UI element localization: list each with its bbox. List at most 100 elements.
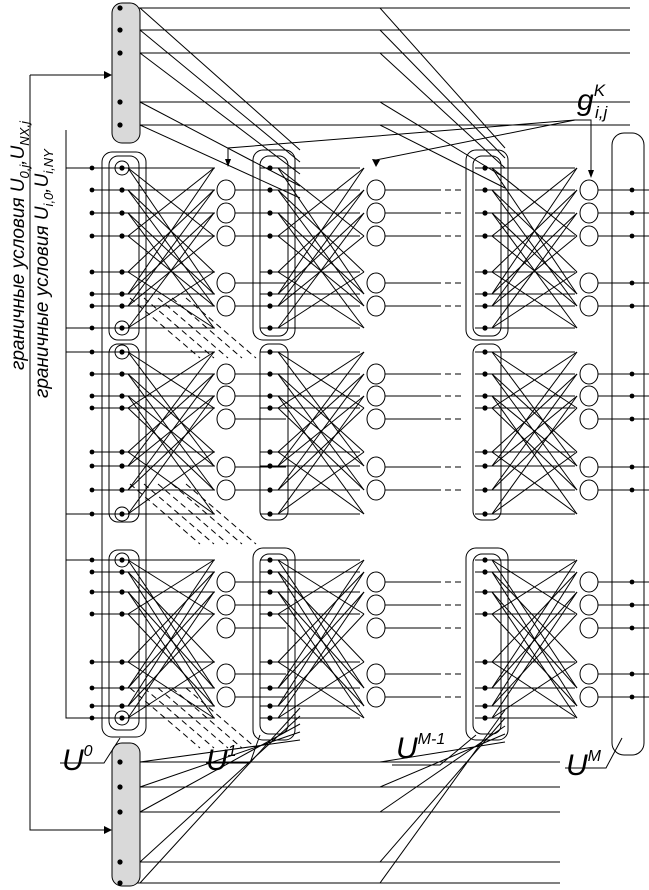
junction-dot (90, 450, 95, 455)
junction-dot (119, 511, 124, 516)
junction-dot (267, 569, 272, 574)
junction-dot (119, 269, 124, 274)
junction-dot (117, 784, 122, 789)
junction-dot (630, 488, 635, 493)
junction-dot (117, 880, 122, 885)
gate-node (580, 595, 598, 615)
junction-dot (119, 371, 124, 376)
junction-dot (267, 685, 272, 690)
junction-dot (482, 393, 487, 398)
gate-node (217, 296, 235, 316)
junction-dot (119, 611, 124, 616)
junction-dot (267, 463, 272, 468)
junction-dot (630, 672, 635, 677)
junction-dot (482, 557, 487, 562)
layer-u0-group-3 (109, 550, 139, 730)
junction-dot (90, 372, 95, 377)
gate-node (367, 180, 385, 200)
gate-node (217, 595, 235, 615)
gate-node (367, 409, 385, 429)
gate-node (217, 618, 235, 638)
junction-dot (267, 715, 272, 720)
layer-u1-group-2 (260, 344, 288, 520)
gate-node (367, 595, 385, 615)
junction-dot (482, 511, 487, 516)
junction-dot (482, 487, 487, 492)
layer-u0-group-1 (109, 156, 139, 340)
junction-dot (630, 580, 635, 585)
junction-dot (267, 210, 272, 215)
gate-node (367, 364, 385, 384)
junction-dot (267, 511, 272, 516)
junction-dot (90, 660, 95, 665)
gate-node (217, 386, 235, 406)
junction-dot (267, 659, 272, 664)
junction-dot (90, 406, 95, 411)
junction-dot (267, 269, 272, 274)
junction-dot (482, 611, 487, 616)
junction-dot (267, 349, 272, 354)
junction-dot (630, 234, 635, 239)
junction-dot (117, 859, 122, 864)
junction-dot (267, 405, 272, 410)
layer-um1-inner-1 (473, 156, 501, 336)
junction-dot (90, 292, 95, 297)
layer-leaders (60, 735, 622, 768)
junction-dot (482, 715, 487, 720)
gate-node (367, 296, 385, 316)
junction-dot (90, 464, 95, 469)
junction-dot (267, 393, 272, 398)
junction-dot (482, 703, 487, 708)
junction-dot (119, 405, 124, 410)
gate-node (580, 457, 598, 477)
junction-dot (630, 603, 635, 608)
junction-dot (119, 487, 124, 492)
junction-dot (267, 371, 272, 376)
junction-dot (267, 303, 272, 308)
junction-dot (119, 210, 124, 215)
gate-node (367, 386, 385, 406)
gate-node (217, 364, 235, 384)
junction-dot (630, 465, 635, 470)
gate-node (217, 480, 235, 500)
gate-node (580, 687, 598, 707)
junction-dot (630, 281, 635, 286)
junction-dot (119, 187, 124, 192)
gate-node (217, 687, 235, 707)
junction-dot (119, 589, 124, 594)
gate-node (580, 180, 598, 200)
wire (140, 8, 300, 150)
gate-node (580, 409, 598, 429)
junction-dot (267, 165, 272, 170)
junction-dot (119, 303, 124, 308)
junction-dot (119, 449, 124, 454)
wire (140, 30, 300, 162)
junction-dot (482, 291, 487, 296)
junction-dot (267, 557, 272, 562)
junction-dot (119, 349, 124, 354)
junction-dot (630, 417, 635, 422)
gate-node (367, 273, 385, 293)
junction-dot (267, 233, 272, 238)
junction-dot (119, 463, 124, 468)
junction-dot (267, 589, 272, 594)
junction-dot (482, 165, 487, 170)
junction-dot (117, 809, 122, 814)
junction-dot (90, 488, 95, 493)
layer-label-u1: U1 (206, 743, 237, 777)
junction-dot (119, 557, 124, 562)
junction-dot (267, 611, 272, 616)
gate-node (217, 273, 235, 293)
wire (380, 30, 505, 158)
junction-dot (119, 715, 124, 720)
junction-dot (90, 590, 95, 595)
gate-node (217, 409, 235, 429)
junction-dot (90, 686, 95, 691)
junction-dot (117, 50, 122, 55)
junction-dot (90, 612, 95, 617)
junction-dot (630, 188, 635, 193)
junction-dot (119, 165, 124, 170)
junction-dot (117, 122, 122, 127)
junction-dot (119, 569, 124, 574)
gate-node (580, 572, 598, 592)
